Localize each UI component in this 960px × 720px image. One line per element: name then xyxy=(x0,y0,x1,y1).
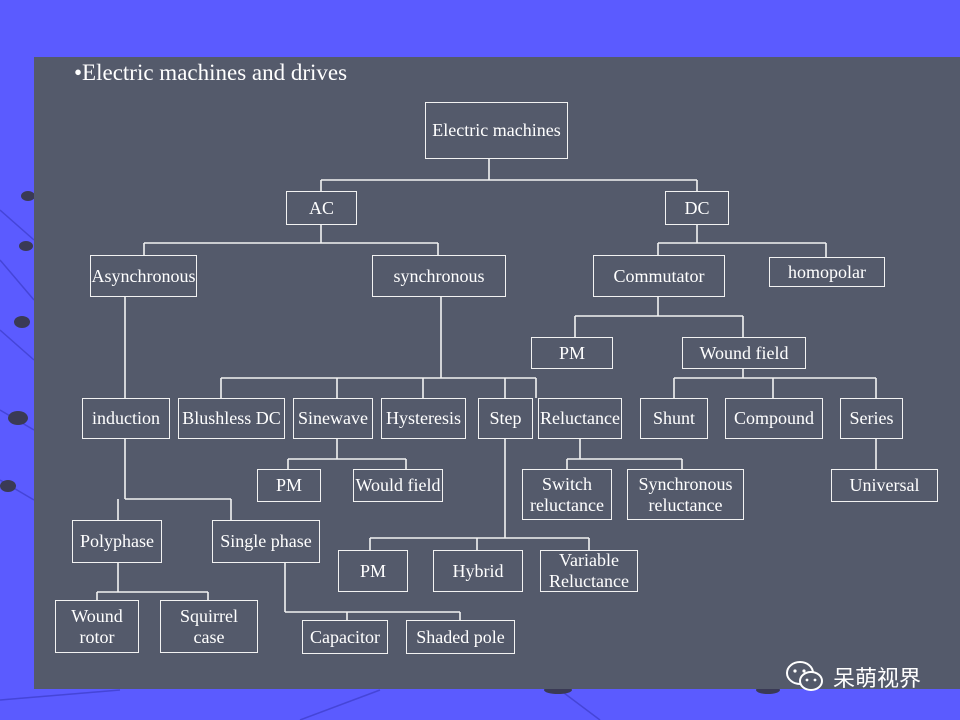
node-pm-dc: PM xyxy=(531,337,613,369)
node-step: Step xyxy=(478,398,533,439)
node-blushless-dc: Blushless DC xyxy=(178,398,285,439)
node-hysteresis: Hysteresis xyxy=(381,398,466,439)
node-polyphase: Polyphase xyxy=(72,520,162,563)
node-reluctance: Reluctance xyxy=(538,398,622,439)
node-series: Series xyxy=(840,398,903,439)
node-asynchronous: Asynchronous xyxy=(90,255,197,297)
node-squirrel-case: Squirrel case xyxy=(160,600,258,653)
node-induction: induction xyxy=(82,398,170,439)
node-would-field: Would field xyxy=(353,469,443,502)
node-pm-step: PM xyxy=(338,550,408,592)
node-single-phase: Single phase xyxy=(212,520,320,563)
node-wound-rotor: Wound rotor xyxy=(55,600,139,653)
node-sinewave: Sinewave xyxy=(293,398,373,439)
node-shunt: Shunt xyxy=(640,398,708,439)
node-capacitor: Capacitor xyxy=(302,620,388,654)
node-synchronous: synchronous xyxy=(372,255,506,297)
slide-heading: •Electric machines and drives xyxy=(74,60,348,85)
node-commutator: Commutator xyxy=(593,255,725,297)
watermark-text: 呆萌视界 xyxy=(833,667,922,692)
node-electric-machines: Electric machines xyxy=(425,102,568,159)
node-synchronous-reluctance: Synchronous reluctance xyxy=(627,469,744,520)
node-universal: Universal xyxy=(831,469,938,502)
watermark: 呆萌视界 xyxy=(785,659,921,695)
node-switch-reluctance: Switch reluctance xyxy=(522,469,612,520)
node-ac: AC xyxy=(286,191,357,225)
node-compound: Compound xyxy=(725,398,823,439)
wechat-icon xyxy=(786,661,823,691)
node-wound-field: Wound field xyxy=(682,337,806,369)
node-hybrid: Hybrid xyxy=(433,550,523,592)
node-shaded-pole: Shaded pole xyxy=(406,620,515,654)
node-variable-reluctance: Variable Reluctance xyxy=(540,550,638,592)
node-homopolar: homopolar xyxy=(769,257,885,287)
node-dc: DC xyxy=(665,191,729,225)
node-pm-sinewave: PM xyxy=(257,469,321,502)
